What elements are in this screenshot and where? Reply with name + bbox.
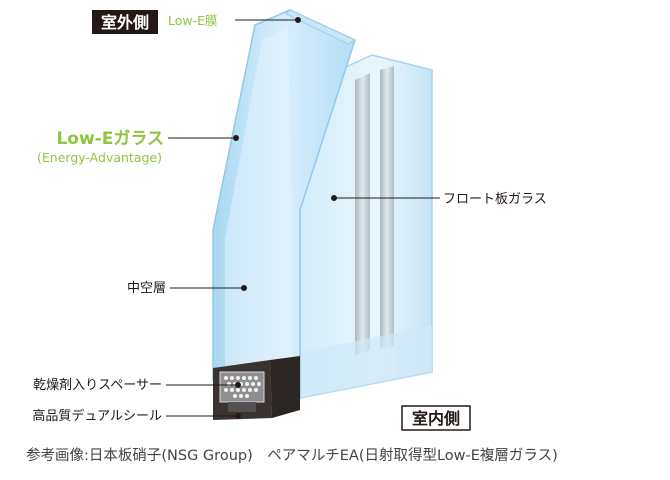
spacer-seal-block xyxy=(213,356,300,420)
indoor-tag-bg xyxy=(401,405,471,431)
outdoor-tag-bg xyxy=(92,10,158,34)
float-glass-pane xyxy=(299,54,433,399)
leader-lines xyxy=(166,17,440,419)
lowe-film-label: Low-E膜 xyxy=(168,13,218,28)
outdoor-label: 室外側 xyxy=(101,13,149,32)
double-glazing-diagram: 室外側 室内側 Low-E膜 Low-Eガラス (Energy-Advantag… xyxy=(32,9,547,431)
spacer-label: 乾燥剤入りスペーサー xyxy=(33,377,162,393)
image-caption: 参考画像:日本板硝子(NSG Group) ペアマルチEA(日射取得型Low-E… xyxy=(26,448,558,464)
lowe-glass-label: Low-Eガラス xyxy=(56,129,164,149)
seal-label: 高品質デュアルシール xyxy=(32,408,162,424)
air-layer-label: 中空層 xyxy=(127,281,166,296)
lowe-glass-sublabel: (Energy-Advantage) xyxy=(37,150,162,165)
indoor-label: 室内側 xyxy=(412,409,460,428)
float-glass-label: フロート板ガラス xyxy=(443,192,547,207)
lowe-glass-pane xyxy=(212,9,357,399)
